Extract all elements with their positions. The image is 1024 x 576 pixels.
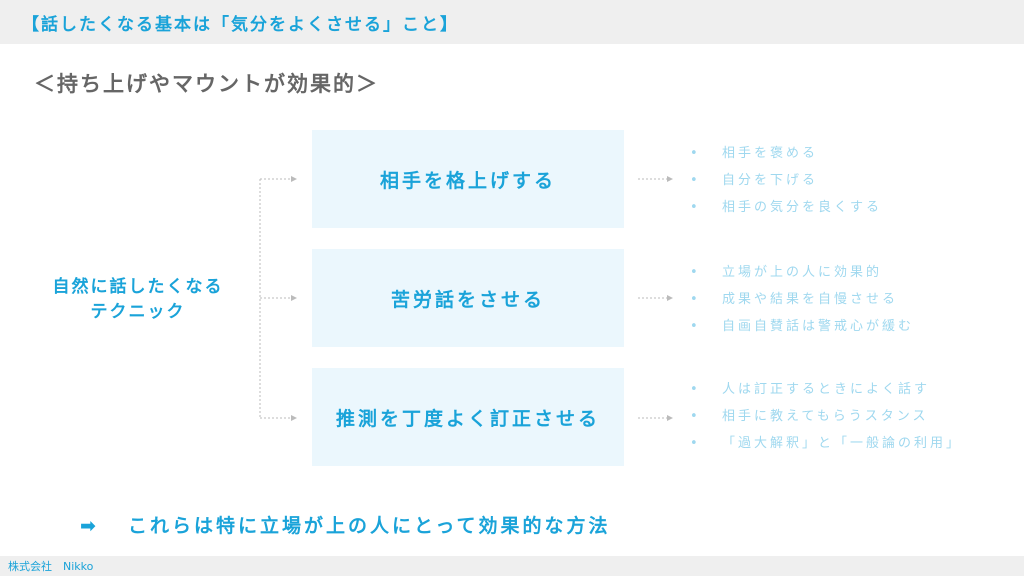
technique-1-points: • 相手を褒める • 自分を下げる • 相手の気分を良くする xyxy=(690,145,882,226)
bullet-icon: • xyxy=(690,200,701,215)
conclusion-text: これらは特に立場が上の人にとって効果的な方法 xyxy=(128,515,611,537)
header-bar: 【話したくなる基本は「気分をよくさせる」こと】 xyxy=(0,0,1024,44)
point-text: 相手の気分を良くする xyxy=(722,200,883,215)
bullet-icon: • xyxy=(690,436,701,451)
point-text: 成果や結果を自慢させる xyxy=(722,292,899,307)
list-item: • 人は訂正するときによく話す xyxy=(690,381,962,408)
bullet-icon: • xyxy=(690,409,701,424)
list-item: • 成果や結果を自慢させる xyxy=(690,291,914,318)
bullet-icon: • xyxy=(690,382,701,397)
footer-bar: 株式会社 Nikko xyxy=(0,556,1024,576)
bullet-icon: • xyxy=(690,146,701,161)
technique-box-hardship-story: 苦労話をさせる xyxy=(312,249,624,347)
root-label-line-2: テクニック xyxy=(90,302,186,322)
list-item: • 相手に教えてもらうスタンス xyxy=(690,408,962,435)
conclusion: ➡ これらは特に立場が上の人にとって効果的な方法 xyxy=(80,511,610,538)
technique-box-elevate: 相手を格上げする xyxy=(312,130,624,228)
point-text: 相手を褒める xyxy=(722,146,819,161)
list-item: • 立場が上の人に効果的 xyxy=(690,264,914,291)
point-text: 自分を下げる xyxy=(722,173,819,188)
list-item: • 相手を褒める xyxy=(690,145,882,172)
list-item: • 自分を下げる xyxy=(690,172,882,199)
bullet-icon: • xyxy=(690,173,701,188)
bullet-icon: • xyxy=(690,265,701,280)
point-text: 人は訂正するときによく話す xyxy=(722,382,931,397)
technique-2-points: • 立場が上の人に効果的 • 成果や結果を自慢させる • 自画自賛話は警戒心が緩む xyxy=(690,264,914,345)
company-name: 株式会社 Nikko xyxy=(8,560,94,573)
technique-box-invite-correction: 推測を丁度よく訂正させる xyxy=(312,368,624,466)
list-item: • 相手の気分を良くする xyxy=(690,199,882,226)
root-node-label: 自然に話したくなる テクニック xyxy=(28,275,248,325)
section-subtitle: ＜持ち上げやマウントが効果的＞ xyxy=(34,72,379,96)
technique-3-points: • 人は訂正するときによく話す • 相手に教えてもらうスタンス • 「過大解釈」と「一… xyxy=(690,381,962,462)
right-arrow-icon: ➡ xyxy=(80,515,96,537)
point-text: 立場が上の人に効果的 xyxy=(722,265,883,280)
list-item: • 「過大解釈」と「一般論の利用」 xyxy=(690,435,962,462)
root-label-line-1: 自然に話したくなる xyxy=(52,277,224,297)
point-text: 相手に教えてもらうスタンス xyxy=(722,409,929,424)
point-text: 「過大解釈」と「一般論の利用」 xyxy=(722,436,963,451)
slide-title: 【話したくなる基本は「気分をよくさせる」こと】 xyxy=(22,15,459,35)
bullet-icon: • xyxy=(690,292,701,307)
list-item: • 自画自賛話は警戒心が緩む xyxy=(690,318,914,345)
point-text: 自画自賛話は警戒心が緩む xyxy=(722,319,915,334)
bullet-icon: • xyxy=(690,319,701,334)
